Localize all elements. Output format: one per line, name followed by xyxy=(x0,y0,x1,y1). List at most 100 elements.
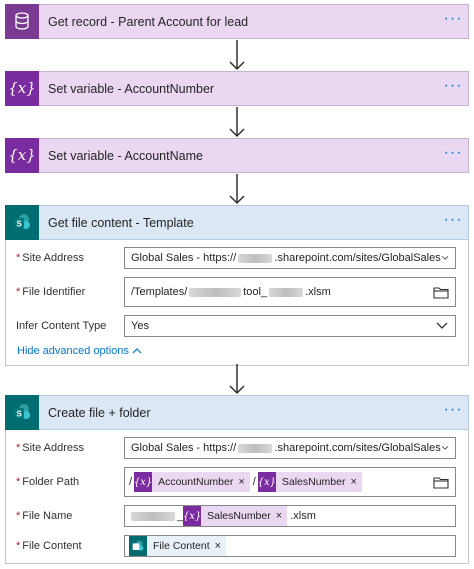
sharepoint-icon xyxy=(129,536,147,556)
step-get-record[interactable]: Get record - Parent Account for lead ··· xyxy=(5,3,469,39)
svg-text:S: S xyxy=(16,410,22,419)
database-icon xyxy=(5,3,39,39)
field-label-text: Site Address xyxy=(22,442,85,454)
token-accountnumber[interactable]: {x}AccountNumber× xyxy=(134,472,250,492)
field-label-text: Folder Path xyxy=(22,476,80,488)
field-row-site-address: *Site Address Global Sales - https:// .sh… xyxy=(16,247,456,269)
variable-icon: {x} xyxy=(5,70,39,106)
site-address-dropdown[interactable]: Global Sales - https:// .sharepoint.com/s… xyxy=(124,247,456,269)
file-identifier-input[interactable]: /Templates/tool_ .xlsm xyxy=(124,277,456,307)
token-label: SalesNumber xyxy=(281,476,346,488)
required-mark: * xyxy=(16,540,21,552)
variable-icon: {x} xyxy=(5,137,39,173)
step-get-file-content[interactable]: S Get file content - Template ··· *Site … xyxy=(5,204,469,366)
variable-icon: {x} xyxy=(134,472,152,492)
site-address-prefix: Global Sales - https:// xyxy=(131,252,237,264)
token-file-content[interactable]: File Content × xyxy=(129,536,227,556)
required-mark: * xyxy=(16,510,21,522)
flow-arrow-icon xyxy=(229,107,245,138)
redacted-text xyxy=(269,287,304,297)
token-label: File Content xyxy=(153,540,210,552)
step-menu-button[interactable]: ··· xyxy=(443,400,463,418)
step-menu-button[interactable]: ··· xyxy=(443,76,463,94)
site-address-suffix: .sharepoint.com/sites/GlobalSales xyxy=(274,442,441,454)
field-label: Infer Content Type xyxy=(16,320,107,332)
field-row-file-content: *File Content File Content× xyxy=(16,535,456,557)
field-label-text: File Content xyxy=(22,540,82,552)
flow-arrow-icon xyxy=(229,174,245,205)
required-mark: * xyxy=(16,286,21,298)
step-header[interactable]: S Create file + folder ··· xyxy=(5,394,469,430)
field-label-text: File Identifier xyxy=(22,286,86,298)
step-header[interactable]: Get record - Parent Account for lead ··· xyxy=(5,3,469,39)
step-title: Set variable - AccountNumber xyxy=(48,81,215,96)
site-address-prefix: Global Sales - https:// xyxy=(131,442,237,454)
field-label: *Folder Path xyxy=(16,476,124,488)
file-identifier-suffix: .xlsm xyxy=(305,286,331,298)
file-identifier-prefix: /Templates/ xyxy=(131,286,188,298)
path-prefix: / xyxy=(129,476,133,488)
step-title: Create file + folder xyxy=(48,405,151,420)
token-remove-button[interactable]: × xyxy=(238,476,245,488)
file-name-separator: _ xyxy=(177,510,184,522)
required-mark: * xyxy=(16,252,21,264)
folder-icon[interactable] xyxy=(433,286,449,299)
field-row-folder-path: *Folder Path / {x}AccountNumber× / {x} Sa… xyxy=(16,467,456,497)
field-label-text: Site Address xyxy=(22,252,85,264)
step-title: Set variable - AccountName xyxy=(48,148,203,163)
flow-arrow-icon xyxy=(229,364,245,395)
file-name-suffix: .xlsm xyxy=(290,510,316,522)
required-mark: * xyxy=(16,442,21,454)
svg-text:S: S xyxy=(16,220,22,229)
field-row-file-identifier: *File Identifier /Templates/tool_ .xlsm xyxy=(16,277,456,307)
token-salesnumber[interactable]: {x}SalesNumber× xyxy=(258,472,362,492)
site-address-dropdown[interactable]: Global Sales - https:// .sharepoint.com/s… xyxy=(124,437,456,459)
step-menu-button[interactable]: ··· xyxy=(443,210,463,228)
step-body: *Site Address Global Sales - https://.sh… xyxy=(5,240,469,366)
field-label: *File Identifier xyxy=(16,286,124,298)
field-row-file-name: *File Name _ {x}SalesNumber× .xlsm xyxy=(16,505,456,527)
step-menu-button[interactable]: ··· xyxy=(443,143,463,161)
path-separator: / xyxy=(252,476,256,488)
sharepoint-icon: S xyxy=(5,204,39,240)
step-title: Get record - Parent Account for lead xyxy=(48,14,249,29)
step-title: Get file content - Template xyxy=(48,215,194,230)
hide-advanced-options-link[interactable]: Hide advanced options xyxy=(17,345,456,357)
field-row-site-address: *Site Address Global Sales - https:// .sh… xyxy=(16,437,456,459)
step-menu-button[interactable]: ··· xyxy=(443,9,463,27)
sharepoint-icon: S xyxy=(5,394,39,430)
token-salesnumber[interactable]: {x}SalesNumber× xyxy=(183,506,288,526)
step-create-file[interactable]: S Create file + folder ··· *Site Address… xyxy=(5,394,469,564)
step-header[interactable]: S Get file content - Template ··· xyxy=(5,204,469,240)
infer-content-type-dropdown[interactable]: Yes xyxy=(124,315,456,337)
chevron-down-icon[interactable] xyxy=(441,251,449,265)
step-set-variable-accountname[interactable]: {x} Set variable - AccountName ··· xyxy=(5,137,469,173)
site-address-suffix: .sharepoint.com/sites/GlobalSales xyxy=(274,252,441,264)
infer-content-type-value: Yes xyxy=(131,320,149,332)
field-row-infer-content-type: Infer Content Type Yes xyxy=(16,315,456,337)
chevron-down-icon[interactable] xyxy=(435,319,449,333)
chevron-down-icon[interactable] xyxy=(441,441,449,455)
redacted-text xyxy=(238,443,273,453)
field-label: *File Content xyxy=(16,540,124,552)
step-header[interactable]: {x} Set variable - AccountName ··· xyxy=(5,137,469,173)
file-identifier-mid: tool_ xyxy=(243,286,268,298)
token-remove-button[interactable]: × xyxy=(350,476,357,488)
field-label: *Site Address xyxy=(16,252,124,264)
redacted-text xyxy=(189,287,242,297)
redacted-text xyxy=(131,511,175,521)
step-header[interactable]: {x} Set variable - AccountNumber ··· xyxy=(5,70,469,106)
step-body: *Site Address Global Sales - https://.sh… xyxy=(5,430,469,564)
token-label: SalesNumber xyxy=(207,510,271,522)
field-label: *File Name xyxy=(16,510,124,522)
token-remove-button[interactable]: × xyxy=(275,510,283,522)
step-set-variable-accountnumber[interactable]: {x} Set variable - AccountNumber ··· xyxy=(5,70,469,106)
required-mark: * xyxy=(16,476,21,488)
file-name-input[interactable]: _ {x}SalesNumber× .xlsm xyxy=(124,505,456,527)
chevron-up-icon xyxy=(132,348,142,354)
advanced-link-text: Hide advanced options xyxy=(17,345,129,357)
folder-icon[interactable] xyxy=(433,476,449,489)
token-remove-button[interactable]: × xyxy=(214,540,222,552)
folder-path-input[interactable]: / {x}AccountNumber× / {x} SalesNumber × xyxy=(124,467,456,497)
file-content-input[interactable]: File Content × xyxy=(124,535,456,557)
